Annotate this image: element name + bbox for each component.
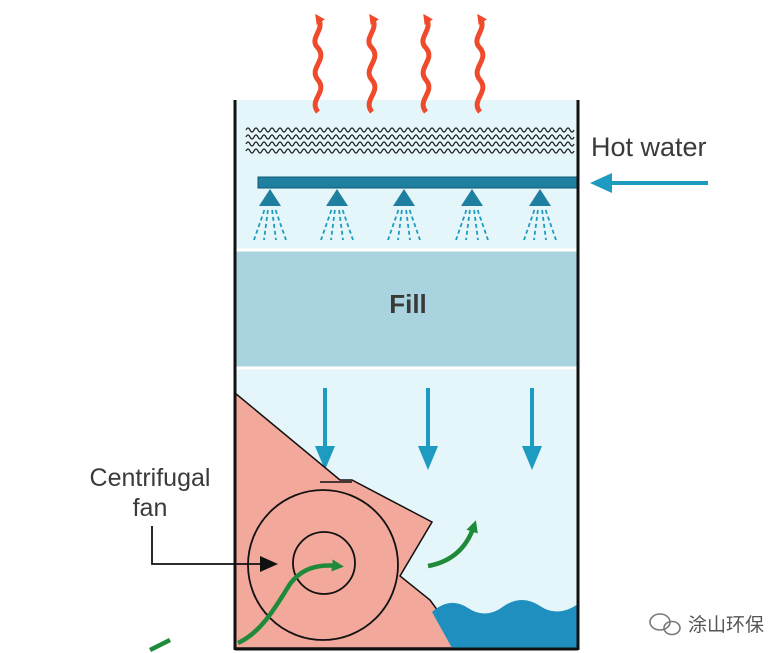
spray-nozzle xyxy=(455,189,489,241)
spray-nozzle xyxy=(320,189,354,241)
wechat-icon xyxy=(649,613,681,636)
water-basin xyxy=(432,600,578,648)
air-outlet-arrow xyxy=(427,520,478,569)
air-entry-stub xyxy=(148,637,172,653)
hot-air-arrow xyxy=(474,13,487,114)
watermark-text: 涂山环保 xyxy=(688,614,764,636)
hot-air-arrow xyxy=(420,13,433,114)
eliminator-wave xyxy=(245,141,575,147)
fan-label-line2: fan xyxy=(133,494,168,522)
fan-leader-line xyxy=(151,526,278,572)
watermark: 涂山环保 xyxy=(649,613,764,636)
fill-section xyxy=(235,250,578,368)
water-down-arrow xyxy=(418,388,438,470)
air-inlet-arrow xyxy=(237,559,344,646)
hot-air-arrow xyxy=(312,13,325,114)
fan-impeller xyxy=(292,531,356,595)
fill-label: Fill xyxy=(389,289,427,319)
hot-air-arrows xyxy=(312,13,487,114)
eliminator-wave xyxy=(245,134,575,140)
drift-eliminator xyxy=(245,127,575,154)
fan-scroll xyxy=(247,489,399,641)
spray-nozzle xyxy=(523,189,557,241)
water-down-arrow xyxy=(522,388,542,470)
hot-water-label: Hot water xyxy=(591,132,707,162)
spray-nozzle xyxy=(387,189,421,241)
distribution-pipe xyxy=(257,176,579,189)
fan-label-line1: Centrifugal xyxy=(90,464,211,492)
eliminator-wave xyxy=(245,127,575,133)
hot-water-inlet-arrow xyxy=(590,173,708,193)
spray-nozzle xyxy=(253,189,287,241)
hot-air-arrow xyxy=(366,13,379,114)
eliminator-wave xyxy=(245,148,575,154)
water-down-arrow xyxy=(315,388,335,470)
air-flow-arrows xyxy=(148,520,478,653)
falling-water-arrows xyxy=(315,388,542,470)
spray-nozzles xyxy=(253,189,557,241)
